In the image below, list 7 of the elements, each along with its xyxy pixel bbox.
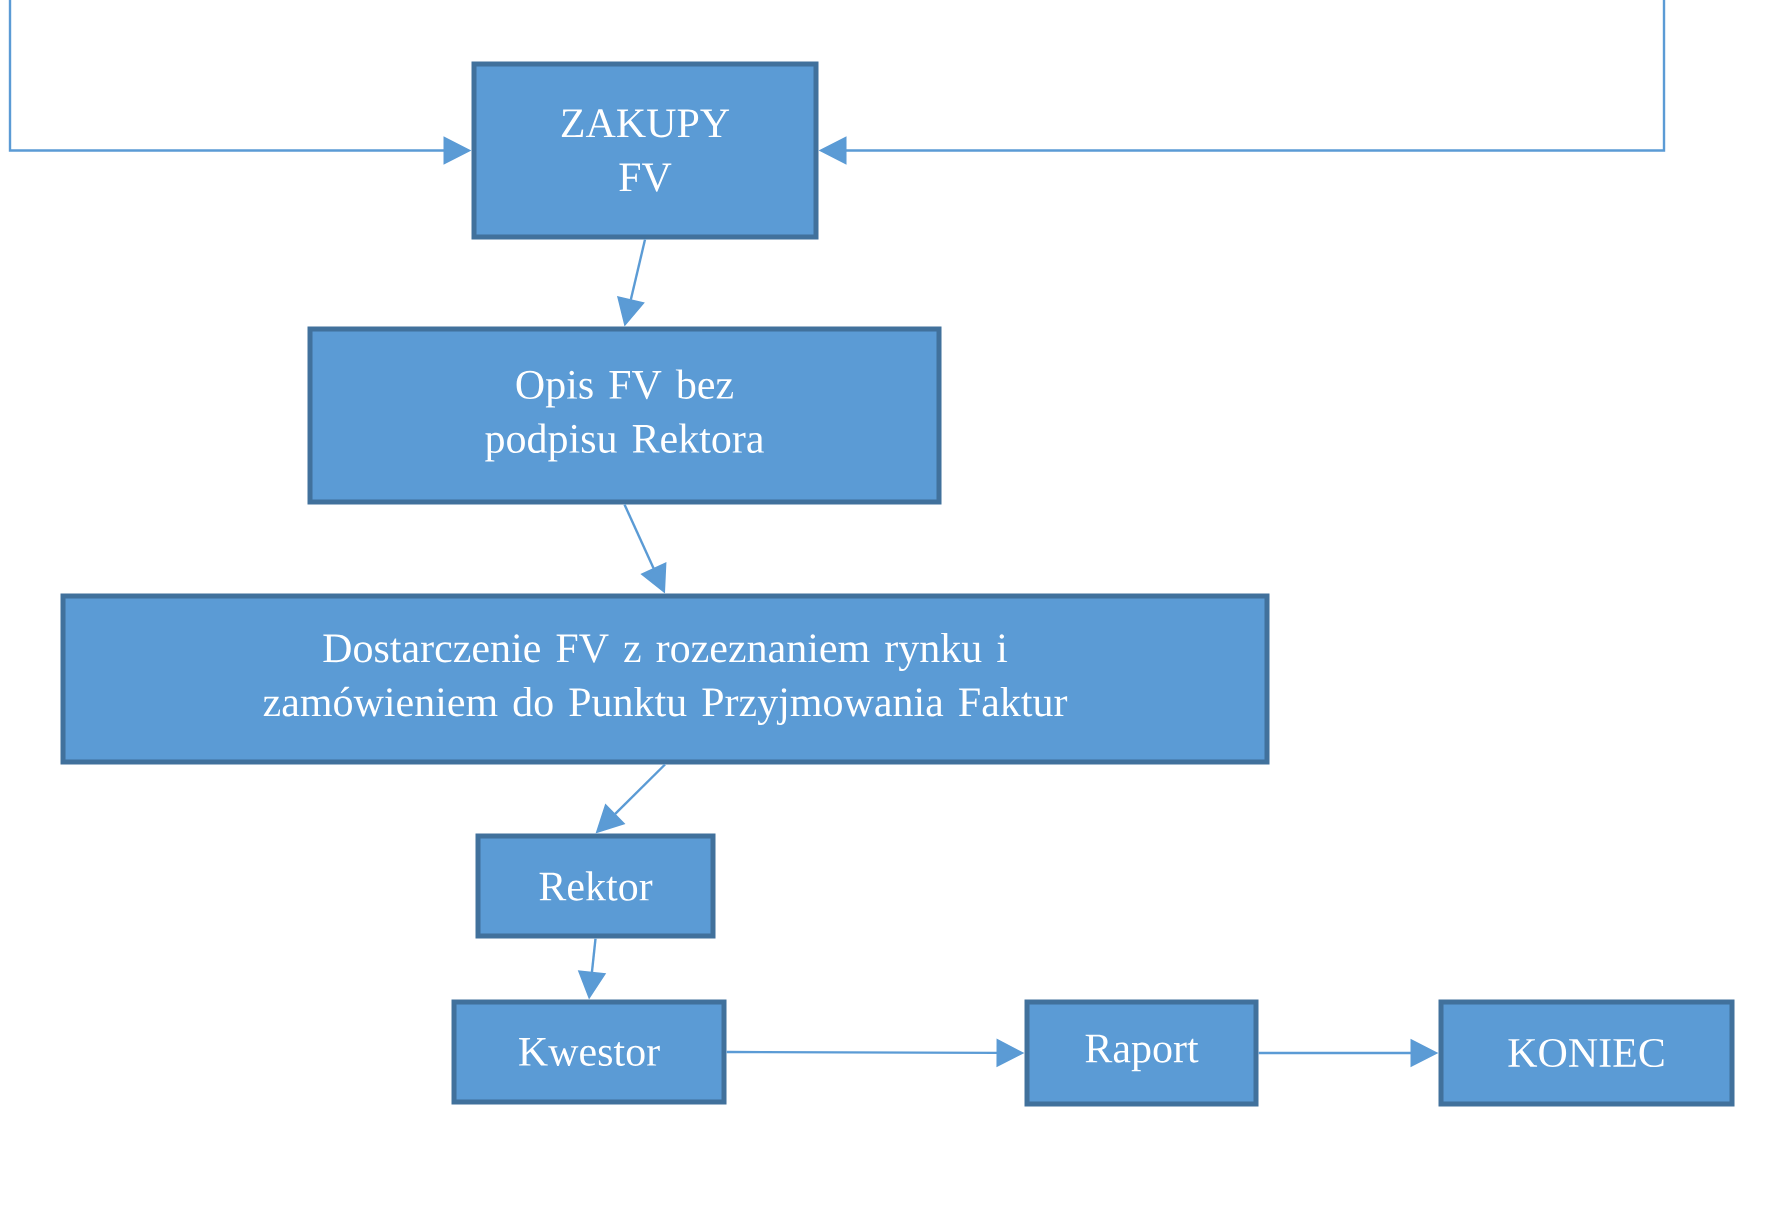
process-box: KONIEC bbox=[1438, 999, 1735, 1107]
process-box: Opis FV bez podpisu Rektora bbox=[307, 326, 942, 505]
process-box: Rektor bbox=[475, 833, 716, 939]
process-box: Raport bbox=[1024, 999, 1259, 1107]
process-box: Dostarczenie FV z rozeznaniem rynku i zamówieniem do Punktu Przyjmowania Faktur bbox=[60, 593, 1270, 765]
process-box: ZAKUPY FV bbox=[471, 61, 819, 240]
process-box: Kwestor bbox=[451, 999, 727, 1105]
